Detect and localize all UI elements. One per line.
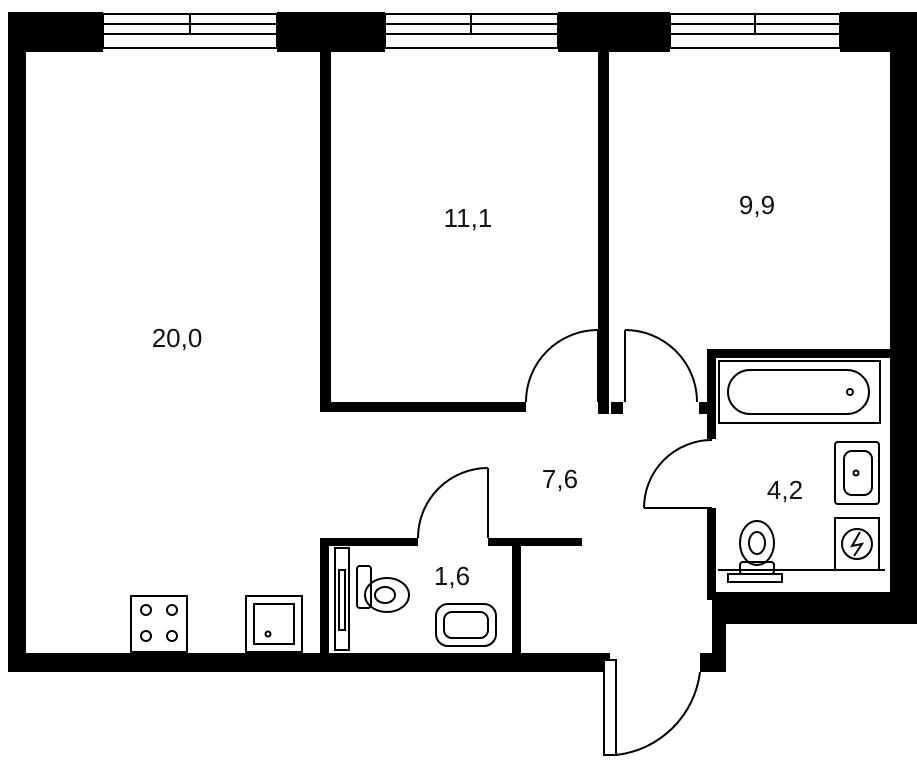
toilet-room-fixtures (334, 547, 497, 651)
bathtub-icon (718, 360, 881, 424)
window-left (102, 13, 278, 49)
water-heater-icon (334, 547, 350, 651)
kitchen-fixtures (130, 595, 303, 653)
area-toilet: 1,6 (434, 561, 470, 591)
area-hallway: 7,6 (542, 464, 578, 494)
windows (102, 13, 841, 49)
window-middle (384, 13, 559, 49)
door-bedroom-2 (624, 329, 698, 403)
area-labels: 20,0 11,1 9,9 7,6 4,2 1,6 (152, 190, 803, 591)
bathroom-fixtures (718, 360, 885, 583)
bathroom-sink-icon (834, 441, 880, 505)
area-bathroom: 4,2 (767, 475, 803, 505)
toilet-icon (356, 565, 410, 613)
towel-rail-icon (718, 569, 885, 583)
stove-icon (130, 595, 188, 653)
washing-machine-icon (834, 517, 880, 571)
door-bathroom (643, 439, 713, 509)
toilet-bathroom-icon (739, 520, 775, 575)
door-entrance (603, 659, 701, 756)
washbasin-icon (435, 603, 497, 647)
doors (417, 329, 713, 756)
area-bedroom-2: 9,9 (739, 190, 775, 220)
kitchen-sink-icon (245, 595, 303, 653)
door-bedroom-1 (525, 329, 599, 403)
door-toilet (417, 467, 489, 539)
interior-walls (320, 50, 892, 658)
window-right (669, 13, 841, 49)
outer-walls (8, 12, 917, 672)
area-living-kitchen: 20,0 (152, 323, 203, 353)
area-bedroom-1: 11,1 (444, 203, 493, 233)
